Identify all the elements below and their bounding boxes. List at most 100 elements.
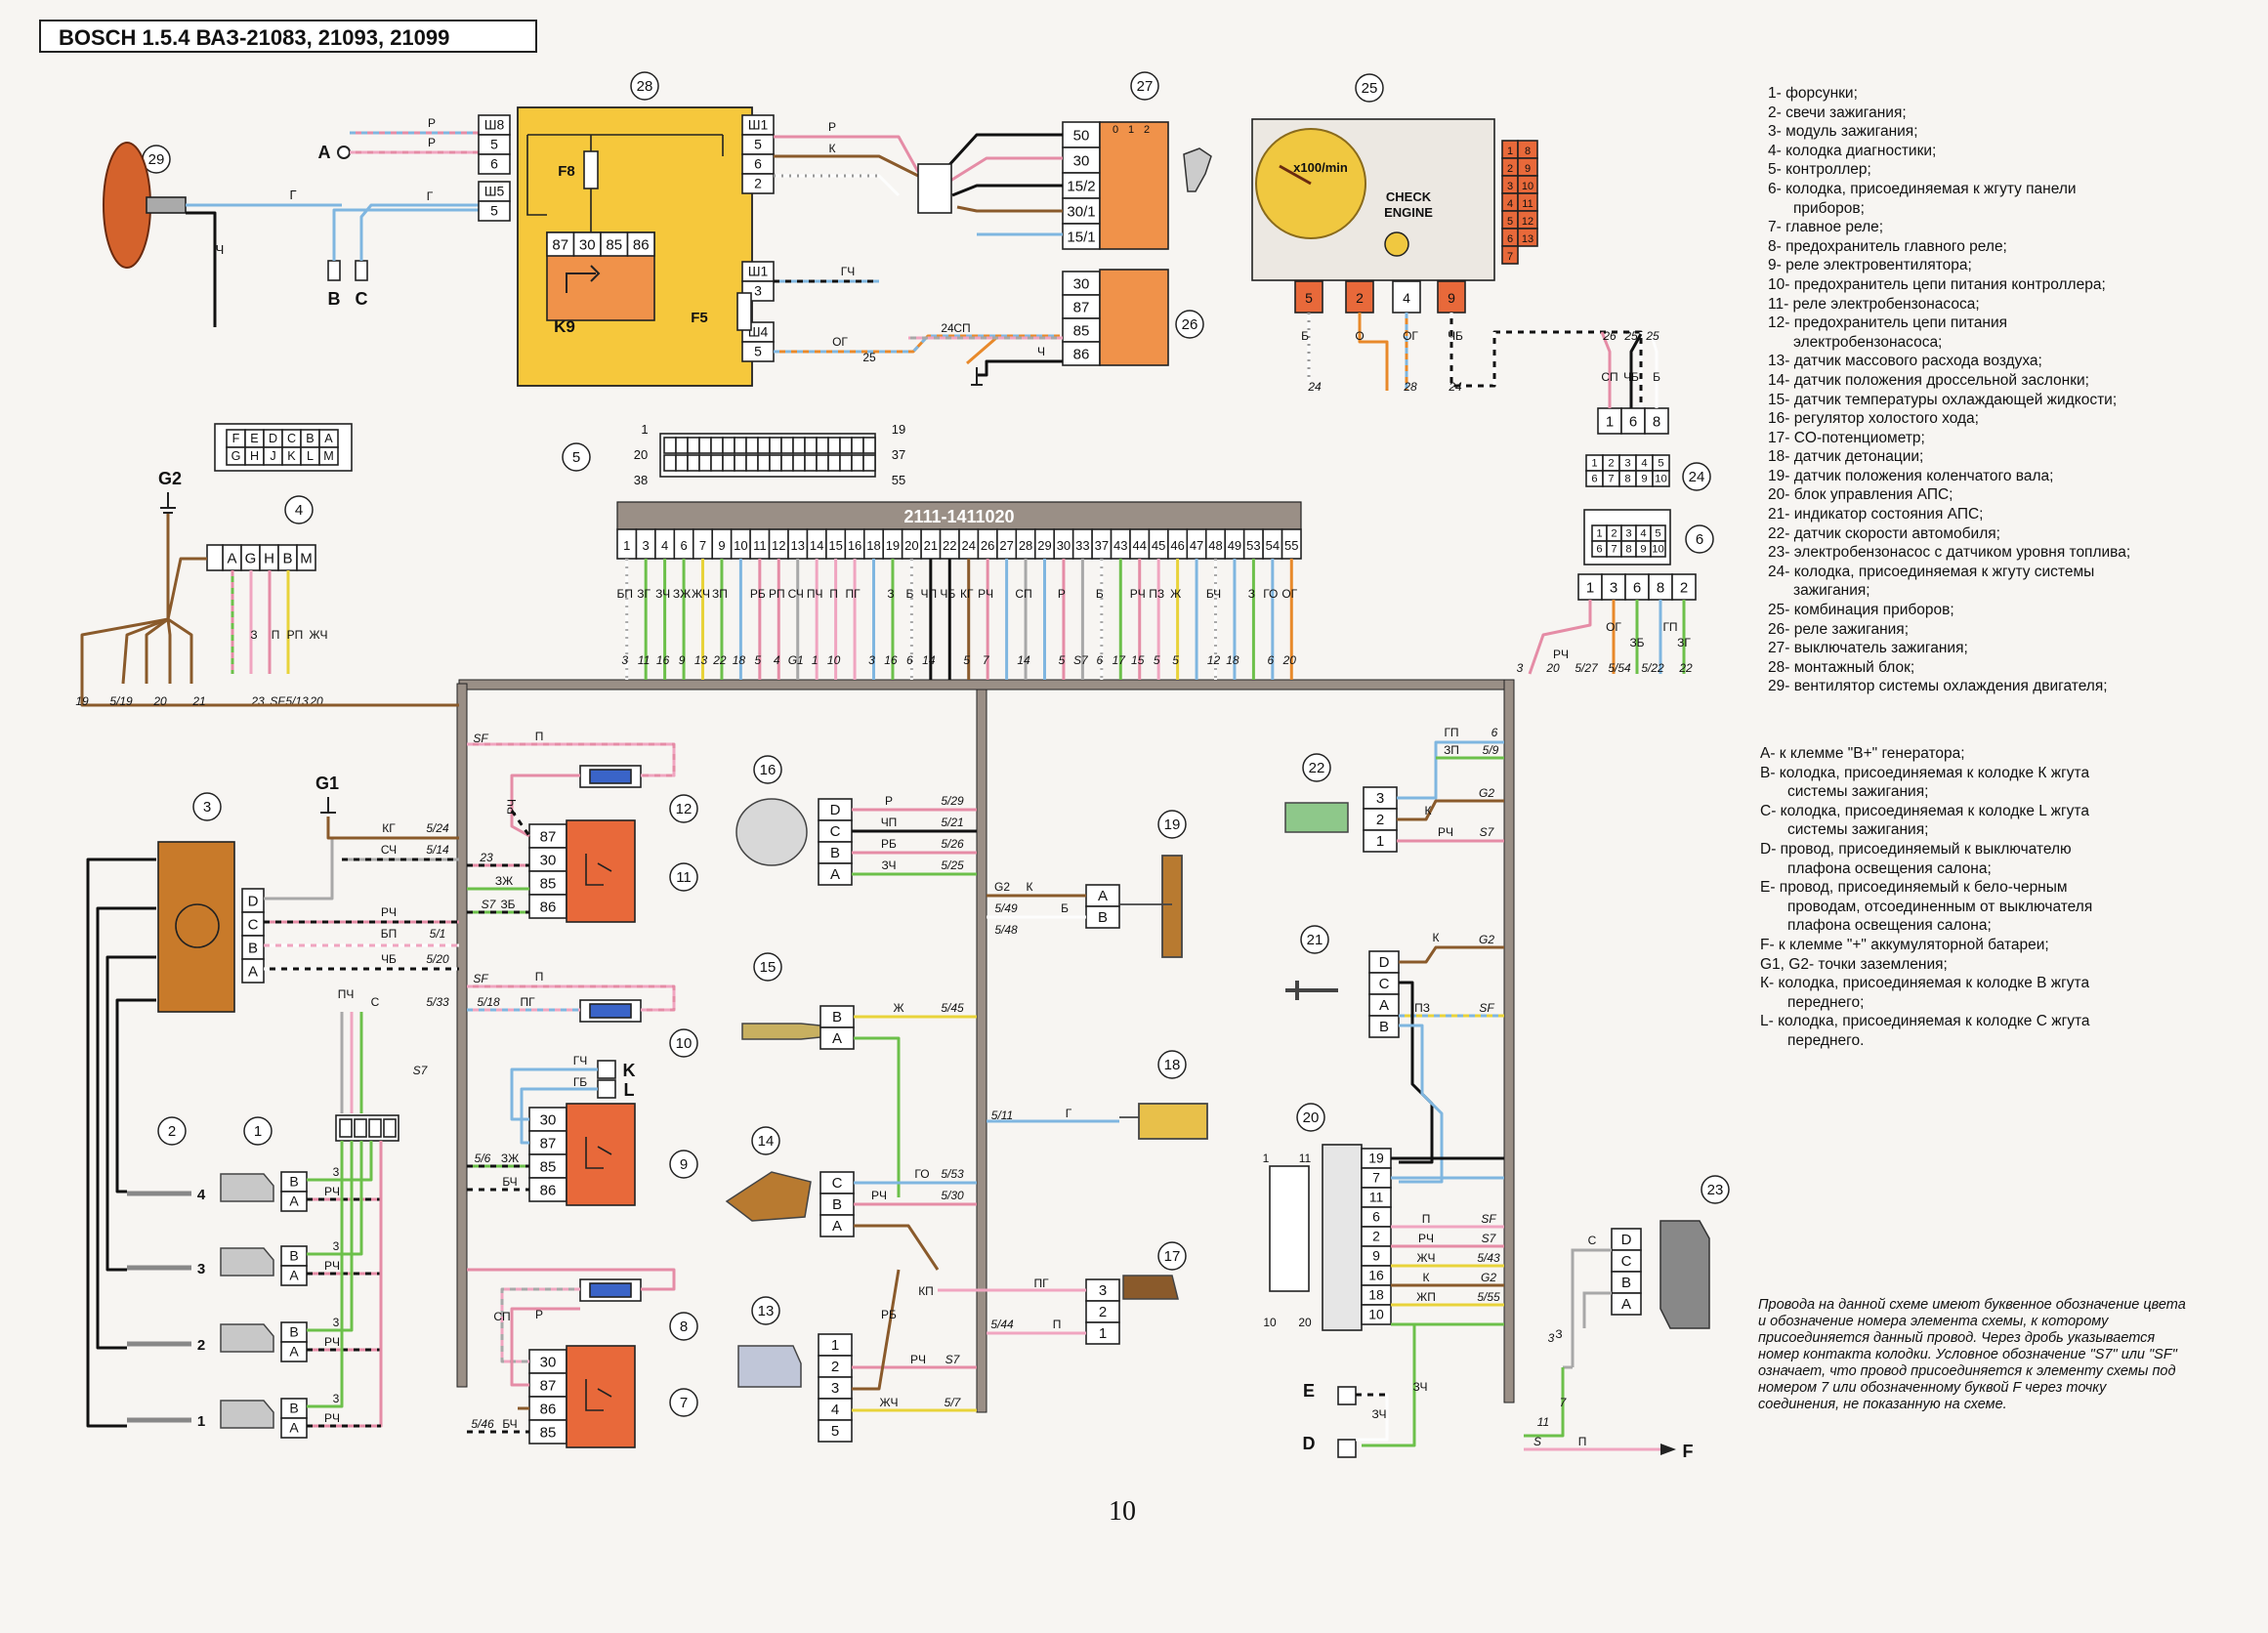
- wire-label: Ч: [216, 242, 225, 257]
- component-number: [751, 1296, 780, 1325]
- connector-24: 9: [1641, 474, 1647, 485]
- aps-control-pins: 9: [1372, 1247, 1380, 1263]
- component-number: 7: [680, 1395, 688, 1411]
- ignition-module-pins: B: [248, 940, 258, 956]
- wire-label: З: [1555, 1327, 1562, 1341]
- wire-label: Б: [1061, 901, 1069, 915]
- wire-label: РЧ: [1553, 648, 1569, 661]
- wire-label: З: [250, 628, 257, 642]
- controller-pin: 20: [904, 538, 918, 553]
- block28-right-connector: [741, 173, 775, 194]
- wire: [467, 1268, 676, 1291]
- idle-air-control-pins: A: [830, 866, 840, 883]
- controller-wire-label: З: [1248, 587, 1255, 601]
- wire-label: ЖП: [1416, 1290, 1436, 1304]
- connector-notes: А- к клемме "В+" генератора;В- колодка, …: [1760, 744, 2248, 1051]
- connector-l: [597, 1079, 616, 1099]
- controller-wire-label: ПЧ: [807, 587, 823, 601]
- connector-24: 8: [1624, 474, 1630, 485]
- wire-label: 19: [75, 694, 89, 708]
- connector-6: 1: [1586, 580, 1594, 597]
- wire: [86, 858, 156, 1428]
- note-item: В- колодка, присоединяемая к колодке К ж…: [1760, 764, 2090, 781]
- note-item: К- колодка, присоединяемая к колодке В ж…: [1760, 975, 2090, 992]
- legend-item: 24- колодка, присоединяемая к жгуту сист…: [1768, 563, 2095, 580]
- wire: [145, 617, 169, 684]
- injector-pins: B: [289, 1173, 298, 1189]
- wire-label: Р: [828, 120, 836, 134]
- controller-pin: 10: [734, 538, 747, 553]
- injector-pins: A: [289, 1267, 299, 1282]
- diagnostic-connector-pin: L: [307, 449, 314, 463]
- throttle-position-pins: C: [832, 1175, 843, 1192]
- wire: [977, 359, 1063, 377]
- relay-k9-pins: 87: [552, 236, 568, 253]
- connector-6-top: 6: [1629, 414, 1637, 431]
- wire: [167, 617, 193, 684]
- wire: [1397, 740, 1504, 800]
- component-legend: 1- форсунки;2- свечи зажигания;3- модуль…: [1768, 84, 2256, 696]
- cooling-fan-icon: [103, 142, 151, 269]
- note-item: F- к клемме "+" аккумуляторной батареи;: [1760, 936, 2049, 953]
- block28-right-connector: 6: [754, 155, 762, 171]
- wire-label: 25: [862, 351, 876, 364]
- wire: [966, 336, 1063, 365]
- aps-control-pins: 10: [1368, 1306, 1384, 1321]
- ignition-module-pins: A: [248, 963, 258, 980]
- wire-label: G2: [994, 880, 1010, 894]
- connector-6: 2: [1680, 580, 1688, 597]
- connector-5-pin: [734, 437, 747, 454]
- component-number: [192, 792, 222, 821]
- fuel-pump-pins: B: [1621, 1275, 1631, 1291]
- wire-label: К: [1027, 880, 1033, 894]
- connector-6: [1577, 573, 1603, 601]
- legend-item: 20- блок управления АПС;: [1768, 486, 1953, 504]
- block28-right-connector: 2: [754, 175, 762, 190]
- controller-5: [616, 501, 1302, 530]
- ignition-relay-26: [1099, 269, 1169, 366]
- wire-splice-pin: [368, 1118, 382, 1138]
- controller-wire-label: БЧ: [1206, 587, 1221, 601]
- relay-26-pins: 30: [1073, 275, 1090, 292]
- wire-label: К: [1433, 931, 1440, 944]
- co-potentiometer-icon: [1122, 1275, 1179, 1300]
- diagnostic-block-4: [296, 544, 316, 571]
- legend-item: 22- датчик скорости автомобиля;: [1768, 524, 2000, 542]
- controller-pin: 15: [828, 538, 842, 553]
- wire-label: 5/1: [430, 927, 446, 941]
- terminal-e-connector: [1337, 1386, 1357, 1405]
- connector-5-pin: [675, 454, 689, 472]
- fan-relay-9-pins: 86: [540, 1182, 557, 1198]
- wire-label: РБ: [881, 837, 897, 851]
- diagnostic-block-4: [206, 544, 224, 571]
- mass-airflow-icon: [737, 1345, 802, 1388]
- component-number: [669, 1312, 698, 1341]
- component-number: [1296, 1103, 1325, 1132]
- wire: [774, 154, 919, 178]
- wire-label: S7: [945, 1353, 961, 1366]
- legend-item: 23- электробензонасос с датчиком уровня …: [1768, 544, 2131, 562]
- cluster-pinout: 4: [1507, 198, 1513, 210]
- wire: [510, 810, 531, 837]
- terminal-a-icon: [337, 146, 351, 159]
- fan-relay-9-pins: [528, 1107, 567, 1132]
- wire-label: 5/49: [994, 901, 1018, 915]
- controller-pin: 22: [943, 538, 956, 553]
- injector-pins: [280, 1191, 308, 1212]
- diagnostic-block-4: G: [245, 551, 257, 567]
- wire-label: РЧ: [324, 1411, 340, 1425]
- cluster-pinout: 2: [1507, 163, 1513, 175]
- component-number: 17: [1164, 1248, 1181, 1265]
- component-number: 27: [1137, 78, 1154, 95]
- controller-pin: 24: [961, 538, 975, 553]
- wire-label: 5/29: [941, 794, 964, 808]
- component-number: 4: [295, 502, 303, 519]
- controller-pin: 6: [680, 538, 687, 553]
- wire-ch: [186, 211, 217, 327]
- wire-label: ЗЧ: [882, 858, 897, 872]
- controller-wire-ref: 14: [1017, 653, 1030, 667]
- wire: [115, 998, 156, 1193]
- cluster-pin: [1437, 280, 1466, 314]
- wire-label: БЧ: [502, 1175, 517, 1189]
- component-number: [1685, 524, 1714, 554]
